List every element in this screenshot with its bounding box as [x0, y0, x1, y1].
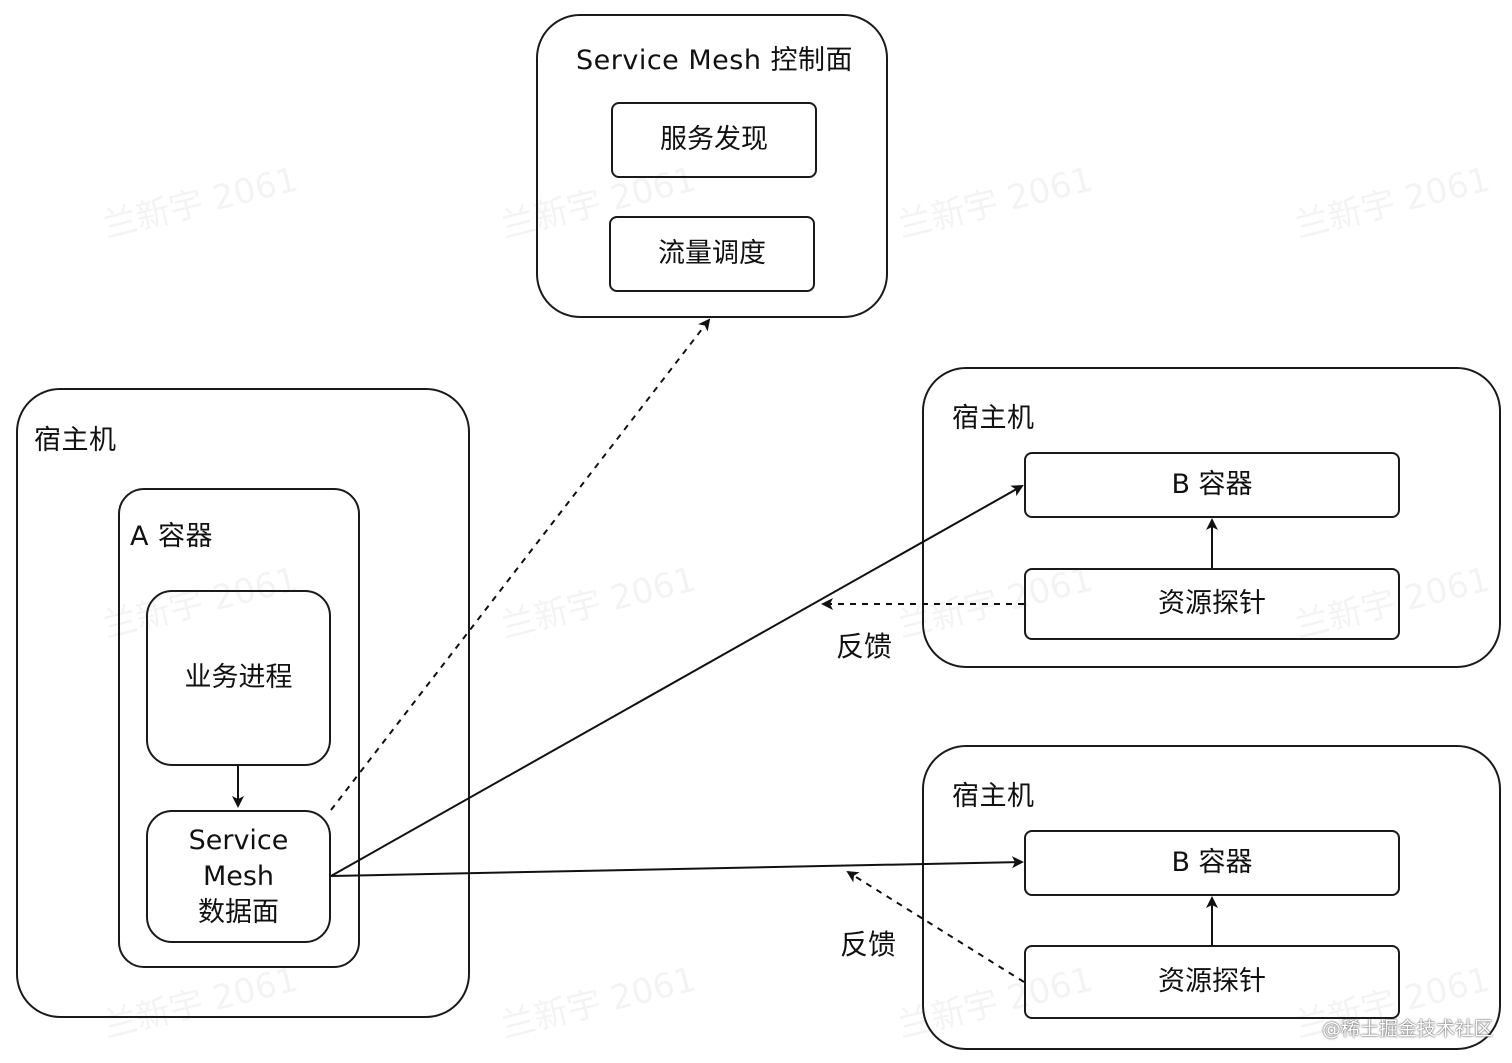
control-plane-box [536, 14, 888, 318]
container-b2-box: B 容器 [1024, 830, 1400, 896]
business-process-box: 业务进程 [146, 590, 331, 766]
data-plane-label-line-1: Service [188, 824, 289, 856]
resource-probe-b2-box: 资源探针 [1024, 945, 1400, 1019]
data-plane-box: Service Mesh 数据面 [146, 810, 331, 943]
data-plane-label-line-2: Mesh [202, 860, 275, 892]
feedback-label-top: 反馈 [836, 630, 893, 663]
dataplane-to-b1-arrow [330, 485, 1024, 877]
host-b2-box [922, 745, 1501, 1050]
host-a-box [16, 388, 470, 1018]
container-a-box [118, 488, 360, 968]
host-b1-box [922, 367, 1501, 668]
container-a-title: A 容器 [130, 521, 214, 552]
data-plane-label-line-3: 数据面 [198, 896, 279, 928]
dataplane-to-control-plane-arrow [330, 318, 711, 811]
service-discovery-box: 服务发现 [611, 102, 817, 178]
feedback-label-bottom: 反馈 [840, 928, 897, 961]
traffic-scheduling-box: 流量调度 [609, 216, 815, 292]
site-credit: @稀土掘金技术社区 [1322, 1018, 1494, 1040]
host-b2-title: 宿主机 [952, 781, 1035, 812]
resource-probe-b1-box: 资源探针 [1024, 568, 1400, 640]
control-plane-title: Service Mesh 控制面 [576, 45, 854, 76]
container-b1-box: B 容器 [1024, 452, 1400, 518]
dataplane-to-b2-arrow [330, 856, 1024, 877]
host-b1-title: 宿主机 [952, 403, 1035, 434]
host-a-title: 宿主机 [34, 425, 117, 456]
feedback-b2-arrow [846, 870, 1025, 983]
